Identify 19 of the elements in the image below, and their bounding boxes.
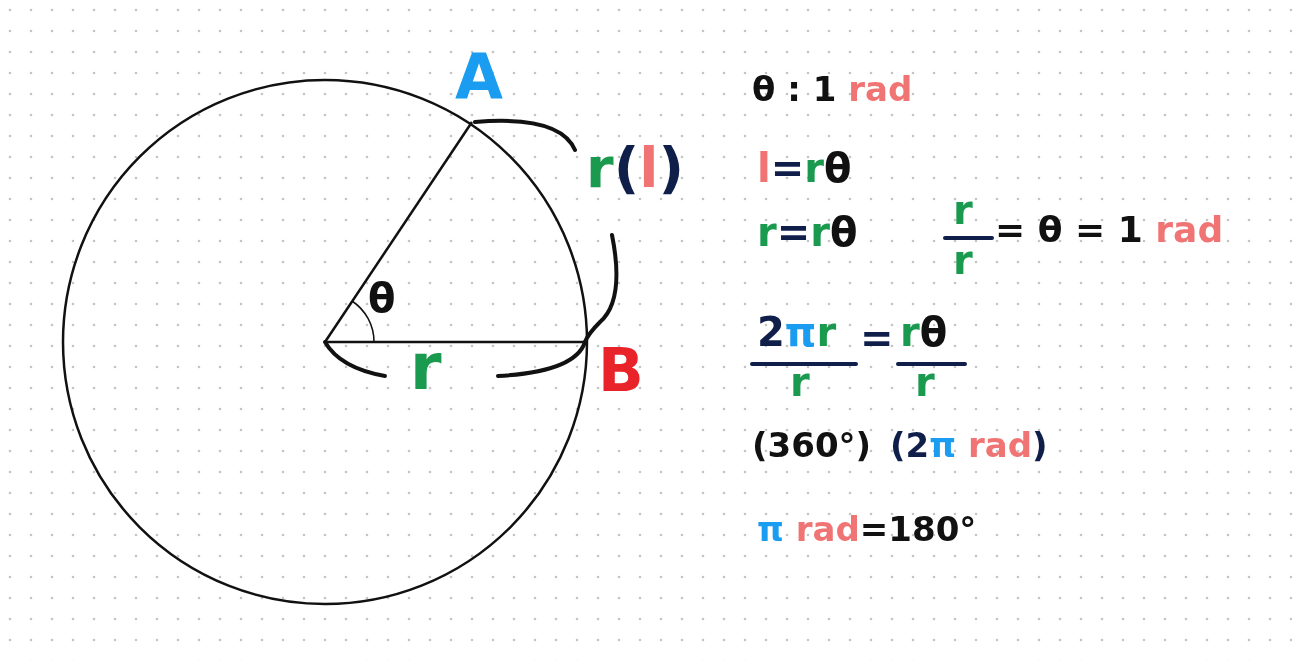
fraction-denominator: r xyxy=(953,240,973,280)
formula: l=rθ xyxy=(757,148,852,188)
equals-sign: = xyxy=(860,318,894,358)
formula: r=rθ xyxy=(757,212,858,252)
point-label: B xyxy=(598,340,644,400)
angle-label: θ xyxy=(368,278,396,318)
formula: (360°) xyxy=(752,428,872,462)
formula: θ : 1 rad xyxy=(752,72,913,106)
arc-length-label: r(l) xyxy=(586,140,684,196)
fraction-denominator: r xyxy=(915,362,935,402)
fraction-numerator: rθ xyxy=(900,312,948,352)
fraction-numerator: r xyxy=(953,190,973,230)
fraction-numerator: 2πr xyxy=(757,312,837,352)
formula: (2π rad) xyxy=(890,428,1048,462)
formula: = θ = 1 rad xyxy=(995,212,1224,248)
formula: π rad=180° xyxy=(757,512,977,546)
radius-label: r xyxy=(410,335,442,399)
point-label: A xyxy=(455,46,503,108)
fraction-denominator: r xyxy=(790,362,810,402)
